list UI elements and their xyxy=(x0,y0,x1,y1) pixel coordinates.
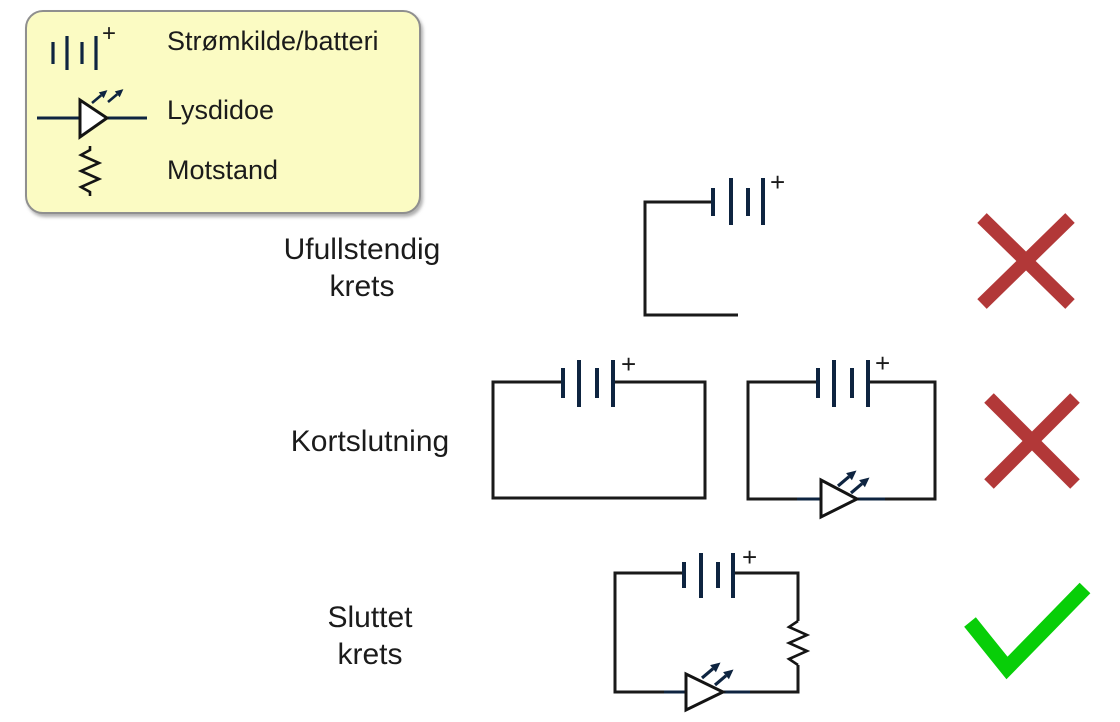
open-wire xyxy=(643,200,738,317)
led-symbol xyxy=(664,662,750,713)
circuit-incomplete: + xyxy=(643,167,785,317)
resistor-icon xyxy=(77,146,103,196)
loop-wire xyxy=(868,380,937,501)
battery-symbol: + xyxy=(561,349,636,407)
led-symbol xyxy=(797,470,885,520)
legend-box: + Strømkilde/batteri Lysdidoe Motstand xyxy=(25,10,421,214)
battery-plus-label: + xyxy=(770,167,785,197)
battery-plus-label: + xyxy=(742,542,757,572)
battery-symbol: + xyxy=(682,542,757,598)
row-label-incomplete: Ufullstendig krets xyxy=(283,233,441,303)
battery-symbol: + xyxy=(711,167,785,225)
led-light-arrow xyxy=(91,90,108,104)
led-icon xyxy=(37,89,147,140)
loop-wire xyxy=(613,571,684,694)
loop-wire xyxy=(491,380,707,500)
legend-label-resistor: Motstand xyxy=(167,155,279,185)
legend-label-battery: Strømkilde/batteri xyxy=(167,26,379,56)
cross-icon xyxy=(984,393,1080,489)
led-light-arrow xyxy=(849,477,870,495)
led-light-arrow xyxy=(107,89,124,103)
loop-wire xyxy=(746,380,818,501)
circuit-short-led: + xyxy=(746,348,937,520)
battery-plus-label: + xyxy=(621,349,636,379)
battery-plus-label: + xyxy=(875,348,890,378)
legend-label-led: Lysdidoe xyxy=(167,95,275,125)
row-label-closed-circuit: Sluttet krets xyxy=(327,601,413,671)
loop-wire xyxy=(750,665,800,694)
row-label-short-circuit: Kortslutning xyxy=(290,425,450,458)
resistor-symbol xyxy=(785,619,811,667)
circuit-short-plain: + xyxy=(491,349,707,500)
led-light-arrow xyxy=(836,470,857,488)
battery-symbol: + xyxy=(816,348,890,407)
led-light-arrow xyxy=(700,662,721,680)
battery-plus-label: + xyxy=(102,20,116,47)
loop-wire xyxy=(733,571,800,621)
battery-icon: + xyxy=(51,20,116,70)
led-light-arrow xyxy=(713,669,734,687)
check-icon xyxy=(964,582,1091,680)
circuit-closed: + xyxy=(613,542,811,713)
cross-icon xyxy=(977,213,1075,309)
